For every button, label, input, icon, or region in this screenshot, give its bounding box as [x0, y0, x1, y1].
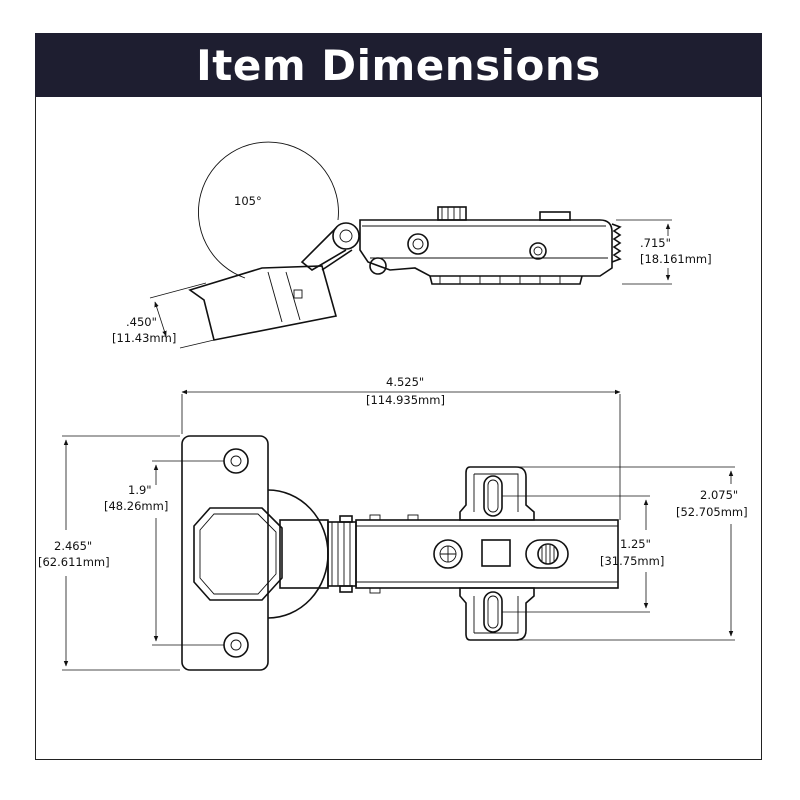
- hinge-cup-side: [188, 265, 338, 341]
- center-clip: [481, 539, 511, 567]
- offset-dimension-in: .450": [126, 315, 157, 329]
- mount-slot-top: [483, 475, 503, 517]
- hinge-knuckle-top: [279, 519, 329, 589]
- cup-plate-height-mm: [62.611mm]: [38, 555, 110, 569]
- top-view: 4.525" [114.935mm] 2.465" [62.611mm] 1.9…: [38, 375, 748, 671]
- cup-hole-spacing-in: 1.9": [128, 483, 152, 497]
- end-cap: [539, 211, 571, 221]
- cup-screw-hole-bottom: [223, 632, 249, 658]
- hinge-arm-top: [355, 519, 619, 589]
- mount-slot-bottom: [483, 591, 503, 633]
- mount-hole-spacing-in: 1.25": [620, 537, 651, 551]
- depth-dimension-mm: [18.161mm]: [640, 252, 712, 266]
- hinge-cup-top: [193, 507, 283, 601]
- side-view: 105° .715" [18.1: [112, 141, 712, 349]
- link-pivot: [369, 257, 387, 275]
- cup-disc: [267, 489, 329, 619]
- length-dimension-mm: [114.935mm]: [366, 393, 445, 407]
- cup-hole-spacing-mm: [48.26mm]: [104, 499, 168, 513]
- mounting-plate-top: [459, 466, 535, 641]
- cup-plate-height-in: 2.465": [54, 539, 92, 553]
- link-arm: [300, 227, 347, 271]
- angle-label: 105°: [234, 194, 262, 208]
- hinge-arm-side: [359, 219, 613, 277]
- mount-hole-spacing-mm: [31.75mm]: [600, 554, 664, 568]
- rivet: [529, 242, 547, 260]
- offset-dimension-mm: [11.43mm]: [112, 331, 176, 345]
- mount-plate-height-in: 2.075": [700, 488, 738, 502]
- mounting-plate-side: [429, 275, 583, 285]
- angle-arc: [198, 141, 339, 279]
- mount-plate-height-mm: [52.705mm]: [676, 505, 748, 519]
- page-title: Item Dimensions: [196, 40, 601, 90]
- length-dimension-in: 4.525": [386, 375, 424, 389]
- rivet: [407, 233, 429, 255]
- adjust-screw: [437, 206, 467, 221]
- serrated-end: [611, 223, 622, 263]
- cup-screw-hole-top: [223, 448, 249, 474]
- adjustment-cam: [525, 539, 569, 569]
- adjustment-screw-right: [537, 543, 559, 565]
- depth-dimension-in: .715": [640, 236, 671, 250]
- cup-plate: [181, 435, 269, 671]
- adjustment-screw-left: [433, 539, 463, 569]
- knuckle-pivot: [332, 222, 360, 250]
- title-bar: Item Dimensions: [35, 33, 762, 97]
